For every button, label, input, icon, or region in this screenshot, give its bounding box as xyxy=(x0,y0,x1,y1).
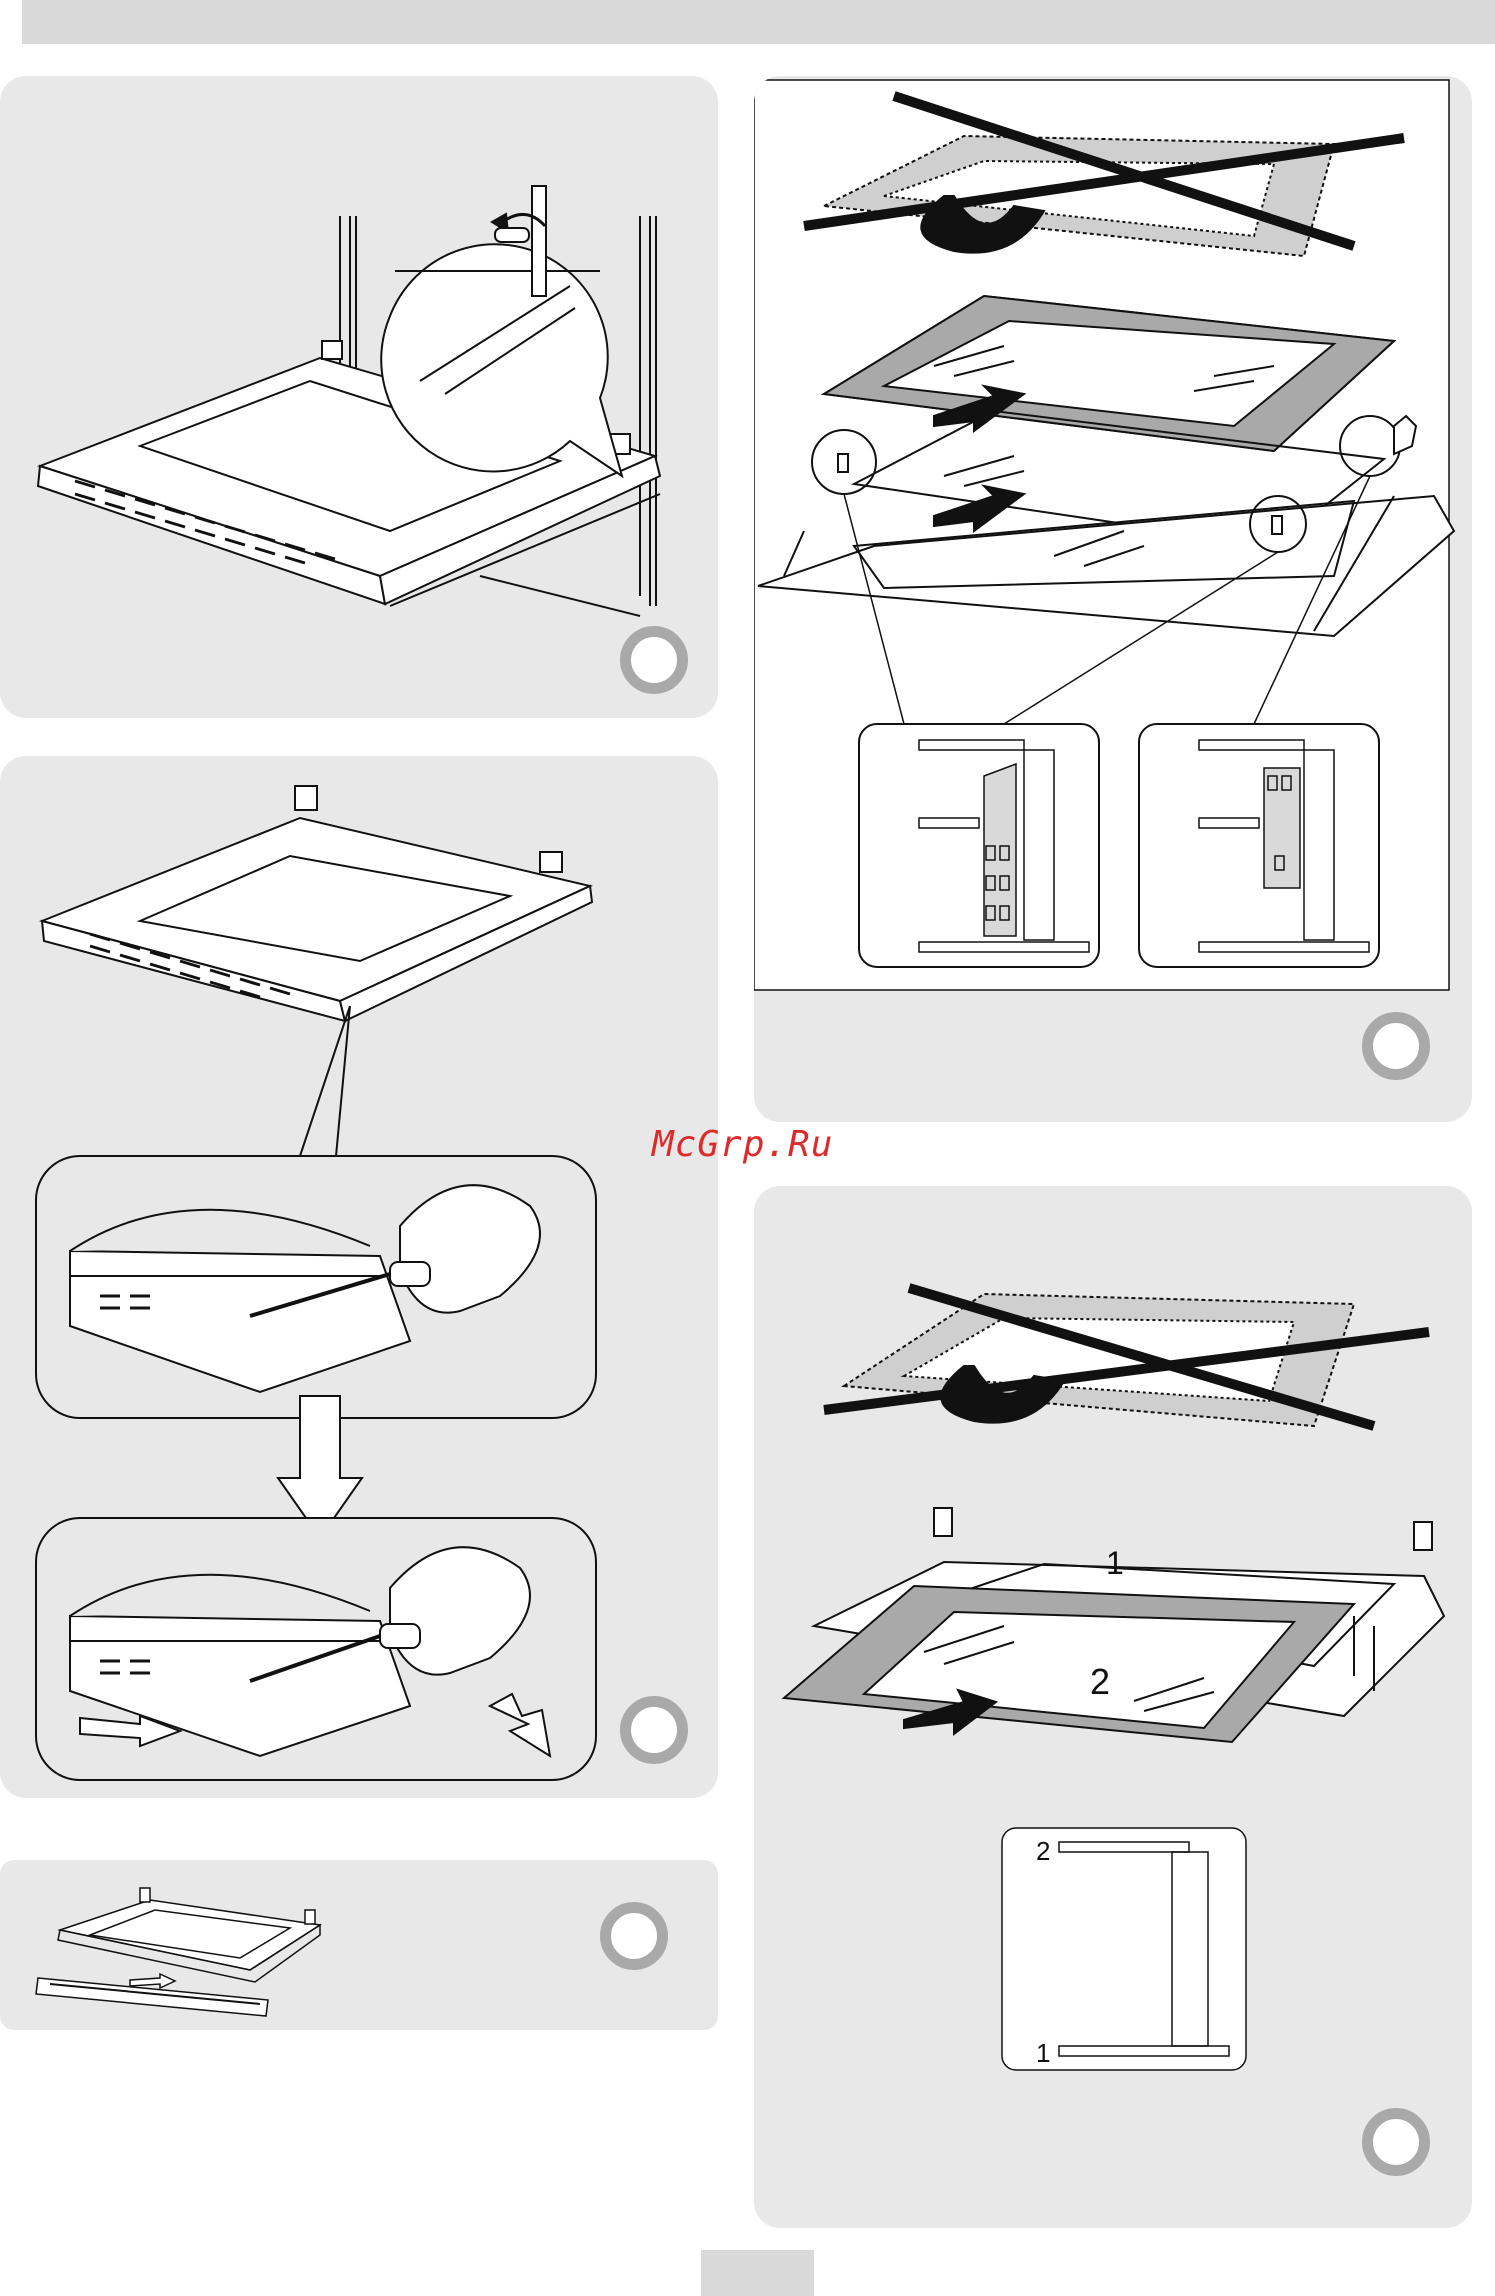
top-header-bar xyxy=(22,0,1495,44)
watermark-text: McGrp.Ru xyxy=(652,1124,833,1165)
page-number-tab xyxy=(701,2250,814,2296)
detail-label-1: 1 xyxy=(1036,2038,1050,2068)
glass-removal-figure xyxy=(754,76,1472,1122)
hinge-lock-figure xyxy=(0,76,718,718)
step-indicator-ring xyxy=(1362,2108,1430,2176)
detail-label-2: 2 xyxy=(1036,1836,1050,1866)
panel-door-top-trim xyxy=(0,756,718,1798)
glass-order-label-2: 2 xyxy=(1090,1661,1110,1702)
glass-order-figure: 1 2 2 1 xyxy=(754,1186,1472,2228)
panel-door-hinge xyxy=(0,76,718,718)
panel-glass-four-layers xyxy=(754,76,1472,1122)
step-indicator-ring xyxy=(620,626,688,694)
step-indicator-ring xyxy=(620,1696,688,1764)
step-indicator-ring xyxy=(1362,1012,1430,1080)
screwdriver-release-figure xyxy=(0,756,718,1798)
glass-order-label-1: 1 xyxy=(1106,1545,1124,1581)
panel-glass-two-layers: 1 2 2 1 xyxy=(754,1186,1472,2228)
step-indicator-ring xyxy=(600,1902,668,1970)
panel-door-trim-removed xyxy=(0,1860,718,2030)
